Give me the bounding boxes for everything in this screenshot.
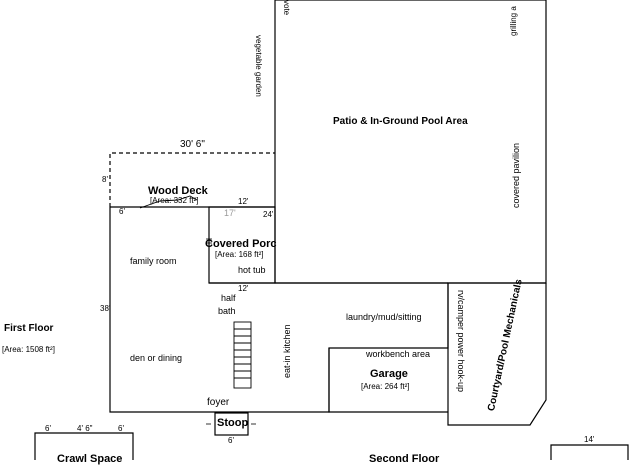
second-floor-label: Second Floor [369, 453, 440, 465]
garage-outline [328, 348, 448, 413]
voter-label: vote [282, 0, 291, 16]
first-floor-area: [Area: 1508 ft²] [2, 345, 55, 354]
stoop-outline [214, 412, 249, 436]
eat-in-kitchen-label: eat-in kitchen [282, 324, 292, 378]
laundry-label: laundry/mud/sitting [346, 312, 422, 322]
garage-label: Garage [370, 368, 408, 380]
crawl-dim-a: 6' [45, 424, 51, 433]
porch-depth-dim: 24' [263, 210, 274, 219]
patio-outline [274, 0, 547, 284]
covered-porch-label: Covered Porc [205, 238, 277, 250]
half-bath-label-2: bath [218, 306, 236, 316]
covered-porch-area: [Area: 168 ft²] [215, 250, 264, 259]
house-depth-dim: 38' [100, 304, 111, 313]
porch-bottom-dim: 12' [238, 284, 249, 293]
first-floor-label: First Floor [4, 323, 54, 334]
den-dining-label: den or dining [130, 353, 183, 363]
deck-depth-dim: 8' [102, 175, 108, 184]
wood-deck-outline [109, 152, 275, 207]
porch-width-dim: 17' [224, 208, 236, 218]
second-floor-outline [550, 444, 629, 460]
crawl-space-outline [34, 432, 134, 460]
interior-stair [233, 321, 252, 389]
wood-deck-area: [Area: 332 ft²] [150, 196, 199, 205]
porch-top-dim: 12' [238, 197, 249, 206]
grilling-label: grilling a [509, 6, 518, 36]
crawl-space-label: Crawl Space [57, 453, 123, 465]
wood-deck-label: Wood Deck [148, 185, 208, 197]
courtyard-outline [447, 283, 547, 426]
garage-area: [Area: 264 ft²] [361, 382, 410, 391]
workbench-label: workbench area [366, 349, 431, 359]
deck-stairs [139, 195, 198, 209]
rv-power-label: rv/camper power hook-up [456, 290, 466, 393]
house-outline [109, 207, 546, 413]
covered-pavilion-label: covered pavilion [511, 142, 521, 208]
hot-tub-label: hot tub [238, 265, 266, 275]
deck-width-dim: 30' 6" [180, 139, 205, 150]
second-floor-dim: 14' [584, 435, 595, 444]
crawl-dim-c: 6' [118, 424, 124, 433]
vegetable-garden-label: vegetable garden [254, 35, 263, 97]
crawl-dim-b: 4' 6" [77, 424, 93, 433]
half-bath-label-1: half [221, 293, 236, 303]
stoop-dim: 6' [228, 436, 234, 445]
foyer-label: foyer [207, 397, 230, 408]
patio-label: Patio & In-Ground Pool Area [333, 116, 468, 127]
stoop-label: Stoop [217, 417, 249, 429]
deck-step-dim: 6' [119, 207, 125, 216]
family-room-label: family room [130, 256, 177, 266]
